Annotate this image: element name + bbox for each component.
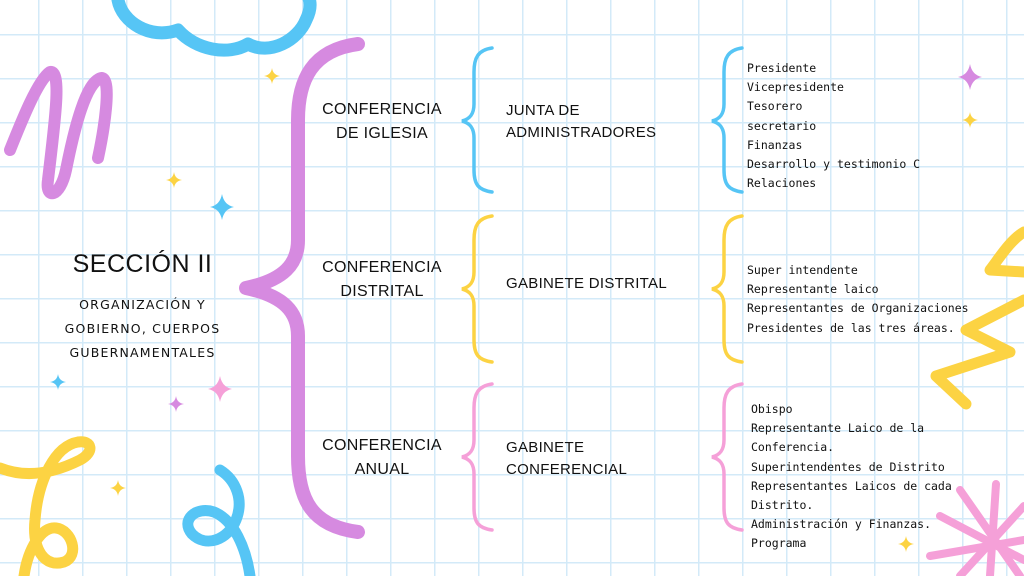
list-item: Administración y Finanzas. — [751, 517, 932, 532]
list-item: Tesorero — [747, 99, 803, 114]
list-junta-members: Presidente Vicepresidente Tesorero secre… — [747, 59, 920, 193]
section-title: SECCIÓN II — [72, 250, 213, 278]
list-item: Conferencia. — [751, 440, 835, 455]
brace-junta — [711, 46, 744, 194]
yellow-scribble-bottom-left — [0, 436, 96, 576]
list-item: Representante laico — [747, 282, 879, 297]
brace-gabinete-conferencial — [711, 382, 744, 532]
list-item: Finanzas — [747, 137, 803, 152]
list-item: Distrito. — [751, 498, 814, 513]
list-item: Desarrollo y testimonio C — [747, 157, 921, 172]
blue-scribble-top — [111, 0, 317, 57]
list-item: Obispo — [751, 402, 793, 416]
conference-iglesia: CONFERENCIA DE IGLESIA — [322, 101, 442, 142]
section-subtitle: ORGANIZACIÓN Y GOBIERNO, CUERPOS GUBERNA… — [64, 297, 221, 360]
list-item: Relaciones — [747, 176, 817, 191]
yellow-zigzag-right — [930, 226, 1024, 410]
brace-gabinete-distrital — [711, 214, 744, 364]
pink-burst — [926, 480, 1024, 576]
list-item: Presidente — [747, 61, 817, 75]
list-item: Representantes de Organizaciones — [747, 301, 969, 316]
brace-distrital — [461, 214, 494, 364]
list-gabinete-distrital-members: Super intendente Representante laico Rep… — [747, 261, 969, 338]
body-junta-administradores: JUNTA DE ADMINISTRADORES — [506, 102, 657, 141]
list-item: Representante Laico de la — [751, 421, 925, 436]
body-gabinete-conferencial: GABINETE CONFERENCIAL — [506, 439, 628, 478]
list-gabinete-conferencial-members: Obispo Representante Laico de la Confere… — [751, 400, 952, 554]
main-brace — [239, 37, 365, 539]
list-item: Programa — [751, 536, 807, 551]
brace-anual — [461, 382, 494, 532]
body-gabinete-distrital: GABINETE DISTRITAL — [506, 275, 667, 292]
list-item: Representantes Laicos de cada — [751, 478, 952, 493]
list-item: secretario — [747, 118, 817, 133]
brace-iglesia — [461, 46, 494, 194]
blue-scribble-bottom — [182, 464, 256, 576]
sparkles — [50, 64, 982, 552]
list-item: Vicepresidente — [747, 80, 844, 95]
list-item: Presidentes de las tres áreas. — [747, 320, 955, 335]
purple-scribble-left — [4, 66, 113, 200]
list-item: Super intendente — [747, 263, 858, 277]
conference-distrital: CONFERENCIA DISTRITAL — [322, 259, 442, 300]
list-item: Superintendentes de Distrito — [751, 459, 945, 474]
conference-anual: CONFERENCIA ANUAL — [322, 437, 442, 478]
